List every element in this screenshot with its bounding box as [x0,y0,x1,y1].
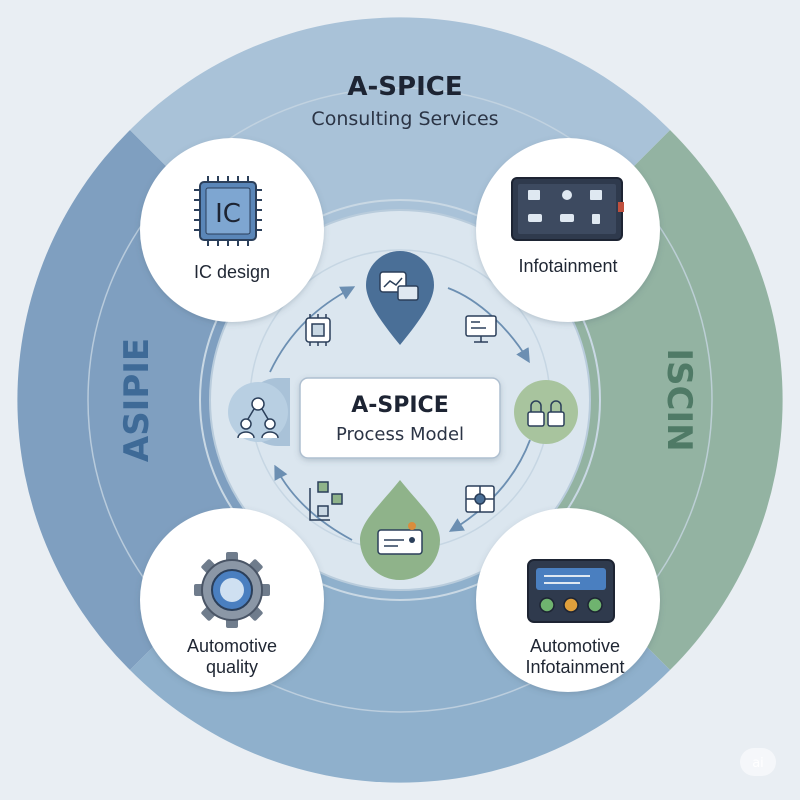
arrow-bottom-right [448,439,531,532]
control-panel-icon [377,522,423,555]
node-automotive-infotainment: Automotive Infotainment [476,508,660,692]
page-title: A-SPICE [347,72,462,102]
node-label-ic-design: IC design [194,262,270,282]
top-process-drop [366,251,434,345]
side-text-left: ASIPIE [117,338,157,462]
infotainment-panel-icon [527,559,615,623]
center-box [299,377,501,459]
node-label-automotive-infotainment-line2: Infotainment [525,657,624,677]
outer-ring-right [400,130,783,670]
flowchart-small-icon [309,481,343,521]
ic-chip-text: IC [215,199,241,229]
chip-small-icon [305,314,331,346]
node-infotainment: Infotainment [476,138,660,322]
ai-watermark: ai [740,748,776,776]
outer-ring-top [130,17,670,400]
left-process-node [228,378,290,446]
gear-icon [194,552,270,628]
outer-ring-left [17,130,401,670]
outer-ring [17,17,783,783]
padlocks-icon [527,400,565,427]
page-subtitle: Consulting Services [311,108,498,130]
node-label-automotive-quality-line1: Automotive [187,636,277,656]
node-ic-design: IC IC design [140,138,324,322]
monitor-small-icon [465,315,497,343]
ic-chip-icon: IC [194,176,262,246]
outer-ring-bottom [130,400,670,783]
center-subtitle: Process Model [336,424,464,445]
diagram-screens-icon [379,271,419,301]
center-title: A-SPICE [351,393,449,418]
node-automotive-quality: Automotive quality [140,508,324,692]
watermark-text: ai [752,756,764,771]
grid-screen-small-icon [465,485,495,513]
bottom-process-drop [360,480,440,580]
arrow-bottom-left [274,464,353,541]
node-label-automotive-quality-line2: quality [206,657,258,677]
org-network-icon [237,397,279,439]
node-label-automotive-infotainment-line1: Automotive [530,636,620,656]
side-text-right: ISCIN [659,348,699,451]
dashboard-screen-icon [511,177,624,241]
node-label-infotainment: Infotainment [518,256,617,276]
right-process-node [514,380,578,444]
